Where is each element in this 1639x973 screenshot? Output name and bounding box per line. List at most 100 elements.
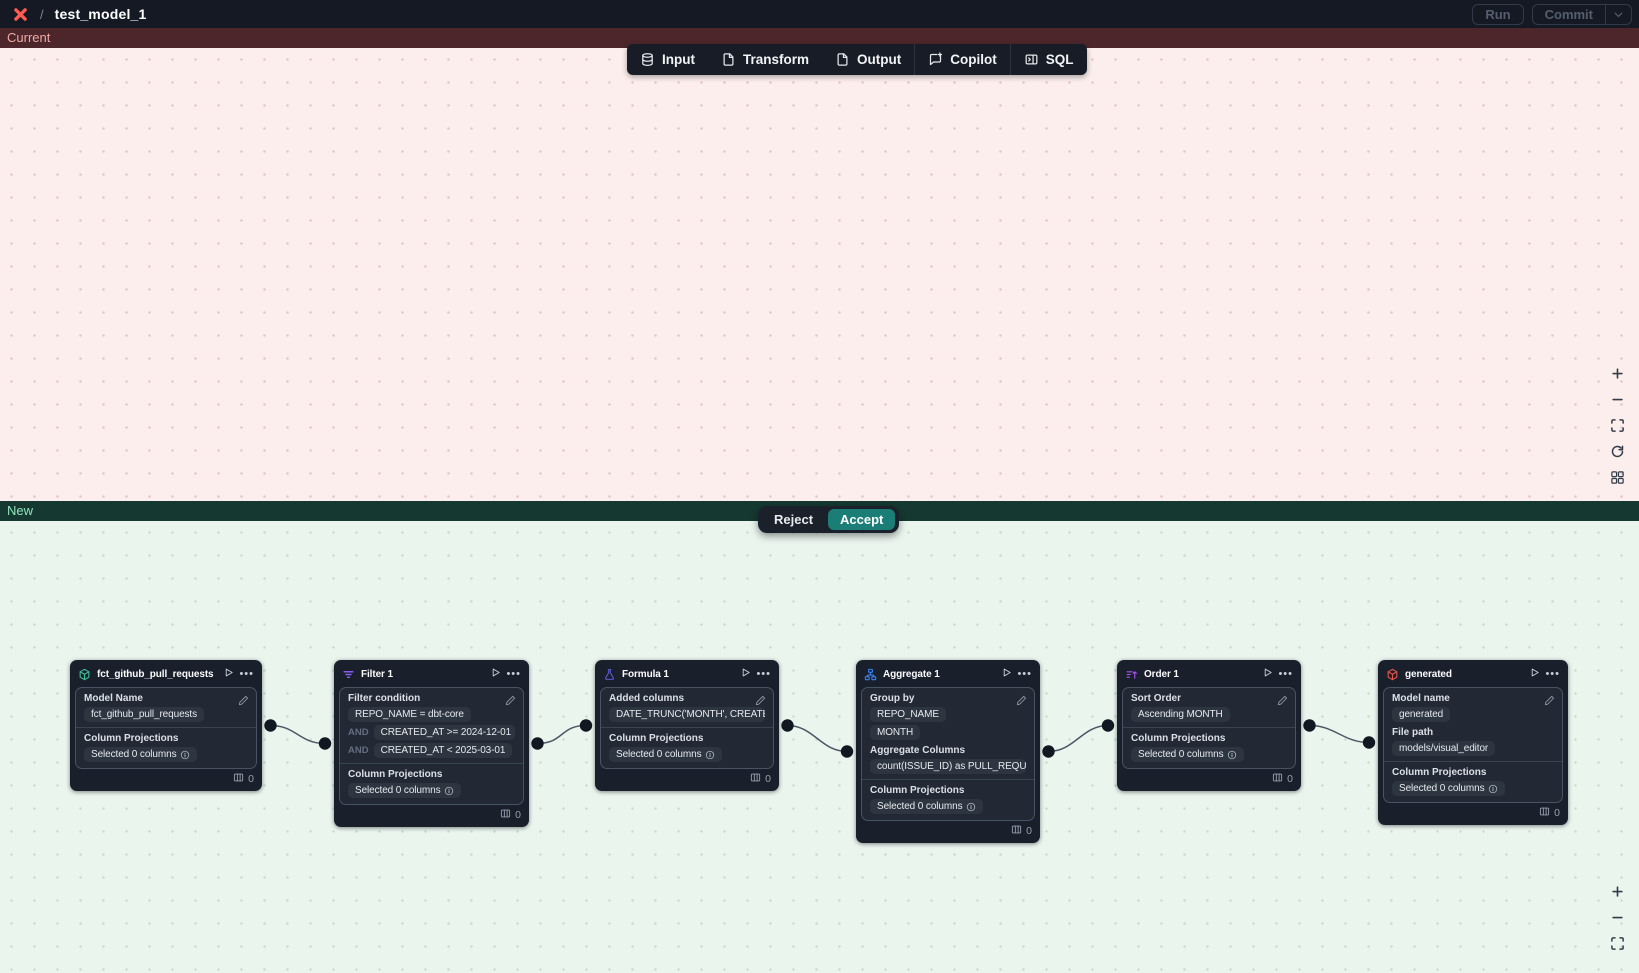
chevron-down-icon[interactable] xyxy=(1605,4,1631,24)
zoom-out-icon xyxy=(1610,392,1625,407)
toolbar-item-output[interactable]: Output xyxy=(822,44,914,75)
value-chip: CREATED_AT >= 2024-12-01 xyxy=(373,725,515,740)
grid-button[interactable] xyxy=(1608,468,1626,486)
zoom-out-icon xyxy=(1610,910,1625,925)
condition-prefix: AND xyxy=(348,727,369,738)
zoom-out-button[interactable] xyxy=(1608,390,1626,408)
section-row: Selected 0 columns xyxy=(84,747,248,762)
hierarchy-icon xyxy=(864,668,877,681)
play-icon[interactable] xyxy=(740,665,751,683)
more-options-icon[interactable]: ••• xyxy=(756,667,771,680)
toolbar-item-transform[interactable]: Transform xyxy=(708,44,822,75)
value-chip: Selected 0 columns xyxy=(348,783,462,798)
toolbar-item-sql[interactable]: SQL xyxy=(1011,44,1087,75)
breadcrumb-separator: / xyxy=(40,6,44,22)
section-label: Column Projections xyxy=(84,733,179,744)
info-icon[interactable] xyxy=(1227,750,1237,760)
top-bar: / test_model_1 Run Commit xyxy=(0,0,1639,28)
file-icon xyxy=(721,52,736,67)
node-footer: 0 xyxy=(595,769,779,791)
section-row: AND CREATED_AT >= 2024-12-01 xyxy=(348,725,515,740)
node-header[interactable]: generated ••• xyxy=(1378,660,1568,687)
row-count: 0 xyxy=(1554,807,1560,819)
table-icon xyxy=(750,772,761,786)
info-icon[interactable] xyxy=(1488,784,1498,794)
edit-pencil-icon[interactable] xyxy=(755,693,766,711)
current-zoom-controls xyxy=(1608,364,1626,486)
reset-zoom-icon xyxy=(1610,444,1625,459)
edit-pencil-icon[interactable] xyxy=(238,693,249,711)
section-row: fct_github_pull_requests xyxy=(84,707,248,722)
fit-view-button[interactable] xyxy=(1608,416,1626,434)
play-icon[interactable] xyxy=(1001,665,1012,683)
value-chip: Selected 0 columns xyxy=(1392,781,1506,796)
more-options-icon[interactable]: ••• xyxy=(1017,667,1032,680)
section-divider xyxy=(862,779,1034,780)
value-chip: models/visual_editor xyxy=(1392,741,1496,756)
zoom-in-button[interactable] xyxy=(1608,364,1626,382)
reset-zoom-button[interactable] xyxy=(1608,442,1626,460)
run-button[interactable]: Run xyxy=(1472,3,1524,25)
row-count: 0 xyxy=(1026,825,1032,837)
section-divider xyxy=(1384,761,1562,762)
node-header[interactable]: fct_github_pull_requests ••• xyxy=(70,660,262,687)
more-options-icon[interactable]: ••• xyxy=(1278,667,1293,680)
value-chip: REPO_NAME xyxy=(870,707,946,722)
more-options-icon[interactable]: ••• xyxy=(239,667,254,680)
table-icon xyxy=(1539,806,1550,820)
toolbar-item-input[interactable]: Input xyxy=(627,44,708,75)
info-icon[interactable] xyxy=(966,802,976,812)
edit-pencil-icon[interactable] xyxy=(1016,693,1027,711)
more-options-icon[interactable]: ••• xyxy=(506,667,521,680)
fit-view-icon xyxy=(1610,936,1625,951)
edit-pencil-icon[interactable] xyxy=(1544,693,1555,711)
info-icon[interactable] xyxy=(705,750,715,760)
cube-icon xyxy=(78,668,91,681)
section-label: Filter condition xyxy=(348,693,421,704)
play-icon[interactable] xyxy=(223,665,234,683)
edit-pencil-icon[interactable] xyxy=(1277,693,1288,711)
more-options-icon[interactable]: ••• xyxy=(1545,667,1560,680)
dbt-logo-icon[interactable] xyxy=(12,6,29,23)
zoom-in-button[interactable] xyxy=(1608,882,1626,900)
row-count: 0 xyxy=(248,773,254,785)
value-chip: Selected 0 columns xyxy=(1131,747,1245,762)
play-icon[interactable] xyxy=(490,665,501,683)
node-header[interactable]: Aggregate 1 ••• xyxy=(856,660,1040,687)
zoom-out-button[interactable] xyxy=(1608,908,1626,926)
node-header[interactable]: Filter 1 ••• xyxy=(334,660,529,687)
section-row: Selected 0 columns xyxy=(348,783,515,798)
edit-pencil-icon[interactable] xyxy=(505,693,516,711)
commit-button[interactable]: Commit xyxy=(1533,7,1605,22)
reject-button[interactable]: Reject xyxy=(762,509,825,530)
fit-view-button[interactable] xyxy=(1608,934,1626,952)
node-header[interactable]: Formula 1 ••• xyxy=(595,660,779,687)
toolbar-item-copilot[interactable]: Copilot xyxy=(915,44,1010,75)
node-footer: 0 xyxy=(70,769,262,791)
node-title: Aggregate 1 xyxy=(883,668,940,680)
info-icon[interactable] xyxy=(444,786,454,796)
database-icon xyxy=(640,52,655,67)
play-icon[interactable] xyxy=(1529,665,1540,683)
section-divider xyxy=(340,763,523,764)
cube-icon xyxy=(1386,668,1399,681)
play-icon[interactable] xyxy=(1262,665,1273,683)
current-canvas[interactable] xyxy=(0,48,1639,501)
info-icon[interactable] xyxy=(180,750,190,760)
accept-button[interactable]: Accept xyxy=(828,509,896,530)
node-header[interactable]: Order 1 ••• xyxy=(1117,660,1301,687)
section-row: REPO_NAME = dbt-core xyxy=(348,707,515,722)
